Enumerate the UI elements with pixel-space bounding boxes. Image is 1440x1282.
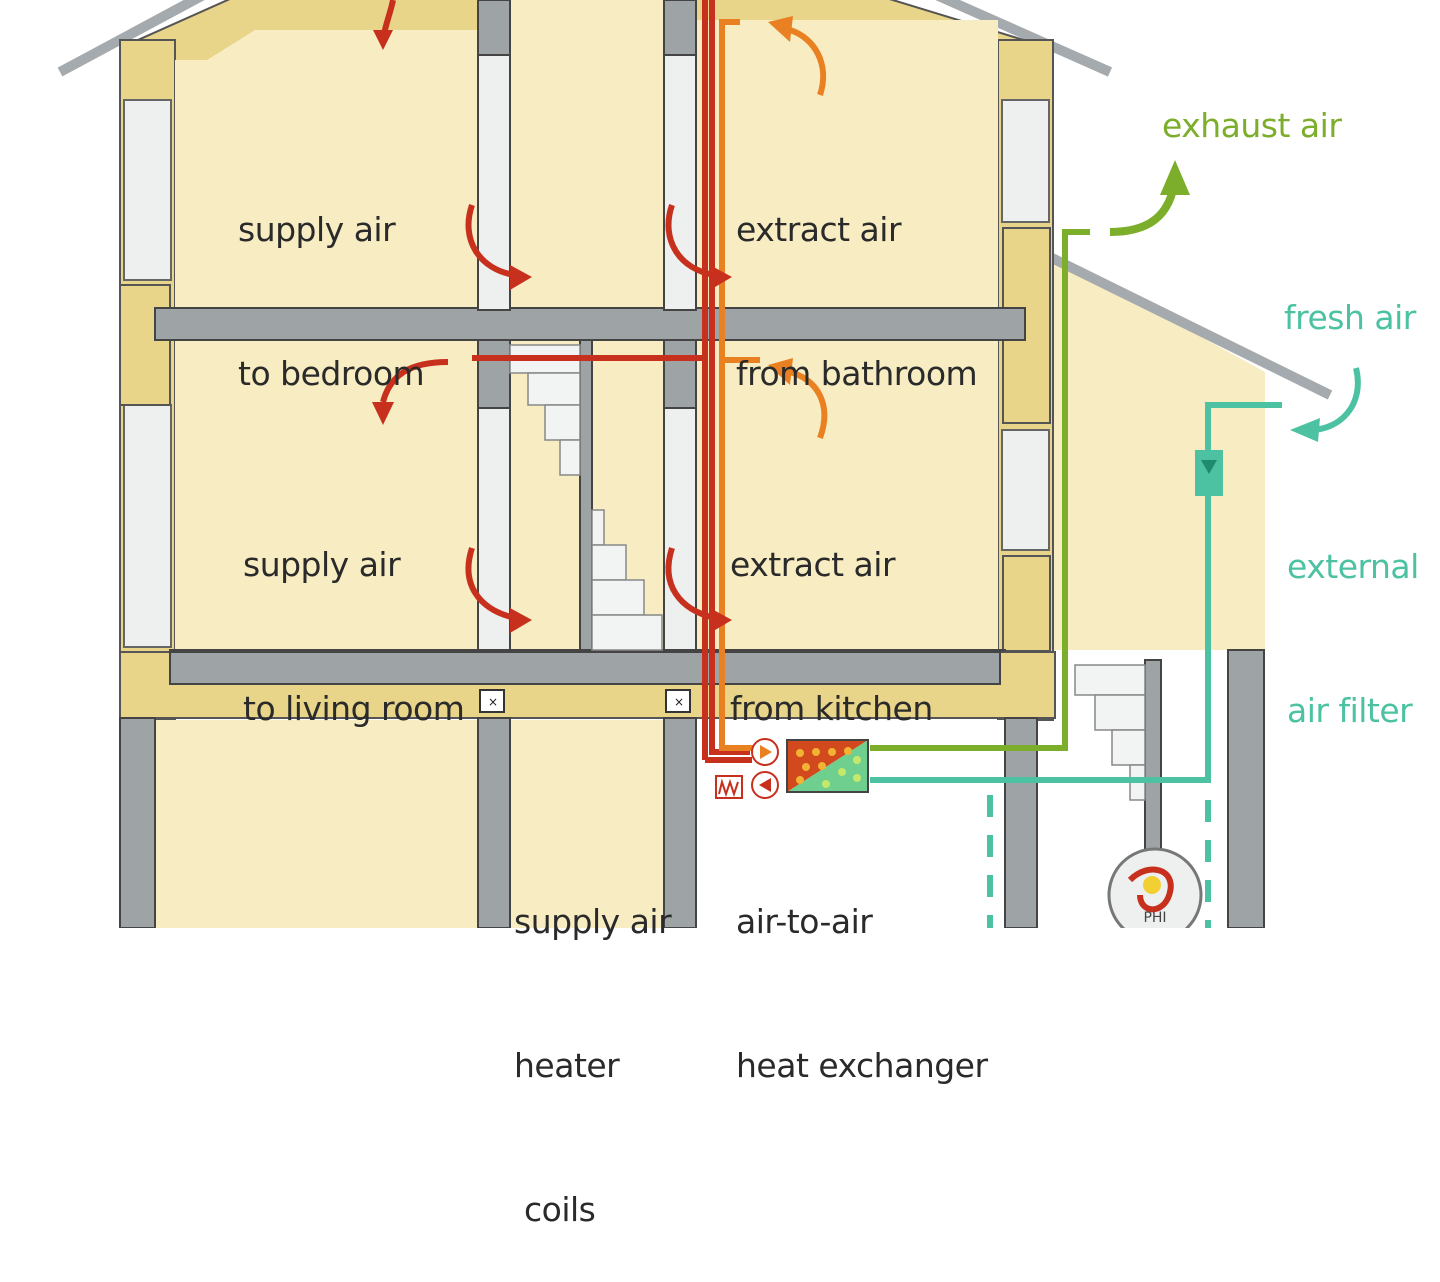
extract-arrowheads: [768, 16, 793, 385]
label-line: air filter: [1287, 691, 1413, 730]
label-line: extract air: [736, 210, 902, 249]
fans: [751, 738, 779, 799]
label-line: heat exchanger: [736, 1046, 988, 1085]
label-line: air-to-air: [736, 902, 873, 941]
filter-mark: [1201, 460, 1217, 474]
label-line: heater: [514, 1046, 620, 1085]
label-heat-exchanger: air-to-air heat exchanger: [736, 802, 988, 1138]
annex-roof-line: [1049, 253, 1333, 400]
annex-roof: [1052, 255, 1265, 650]
ground-slab-inner: [169, 651, 1001, 685]
label-supply-bedroom: supply air to bedroom: [238, 110, 425, 446]
fresh-arrowhead: [1290, 418, 1320, 442]
label-line: to living room: [243, 689, 465, 728]
fresh-arrow: [1309, 367, 1361, 433]
label-line: supply air: [514, 902, 672, 941]
label-line: from bathroom: [736, 354, 978, 393]
supply-arrowheads: [372, 30, 732, 633]
label-extract-kitchen: extract air from kitchen: [730, 445, 933, 781]
label-line: coils: [514, 1190, 596, 1229]
label-line: external: [1287, 547, 1419, 586]
label-line: supply air: [243, 545, 401, 584]
label-external-air-filter: external air filter: [1287, 447, 1419, 783]
exhaust-duct: [870, 229, 1090, 751]
phi-logo-text: PHI: [1143, 910, 1166, 926]
ventilation-diagram: × ×: [57, 0, 1419, 1229]
fresh-duct: [870, 402, 1282, 783]
extract-duct: [719, 19, 760, 751]
svg-text:×: ×: [488, 695, 498, 709]
floor-vents: [479, 689, 691, 713]
label-line: supply air: [238, 210, 396, 249]
label-supply-air-heater-coils: supply air heater coils: [514, 802, 672, 1282]
svg-text:×: ×: [674, 695, 684, 709]
label-line: extract air: [730, 545, 896, 584]
windows: [123, 99, 1050, 648]
extract-arrows: [788, 27, 828, 440]
label-line: to bedroom: [238, 354, 425, 393]
staircase: [509, 344, 1146, 801]
label-extract-bathroom: extract air from bathroom: [736, 110, 978, 446]
label-exhaust-air: exhaust air: [1162, 106, 1342, 145]
label-line: from kitchen: [730, 689, 933, 728]
supply-arrows: [380, 0, 716, 621]
dashed-lines: [987, 795, 1211, 928]
label-supply-living: supply air to living room: [243, 445, 465, 781]
house-cross-section: × ×: [57, 0, 1361, 928]
exhaust-arrowhead: [1160, 160, 1190, 195]
heater-coil: [715, 775, 743, 799]
phi-logo: PHI: [1107, 847, 1203, 928]
label-fresh-air: fresh air: [1284, 298, 1416, 337]
heat-exchanger: [786, 739, 869, 793]
